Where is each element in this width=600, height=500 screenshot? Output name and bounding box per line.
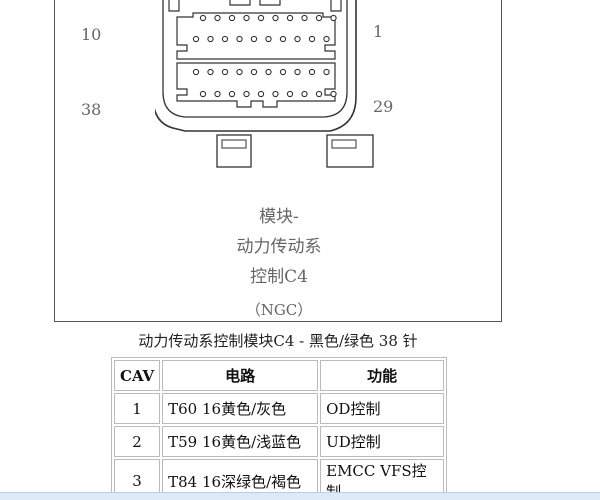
- pin-cavity: [301, 14, 308, 22]
- pin-cavity: [207, 68, 214, 76]
- pin-cavity: [294, 68, 301, 76]
- connector-housing-outline: [155, 0, 357, 132]
- pin-label-top-left: 10: [81, 25, 102, 44]
- pin-cavity: [286, 14, 294, 22]
- pin-cavity: [192, 35, 200, 43]
- pin-cavity: [279, 68, 287, 76]
- cell-circuit: T60 16黄色/灰色: [162, 393, 319, 424]
- cell-circuit: T84 16深绿色/褐色: [162, 459, 319, 500]
- pin-cavity: [330, 90, 337, 98]
- right-latch: [326, 134, 374, 168]
- pin-label-top-right: 1: [373, 22, 384, 41]
- pin-label-bottom-right: 29: [373, 97, 394, 116]
- pin-cavity: [301, 90, 308, 98]
- header-cav: CAV: [114, 360, 161, 391]
- caption-line-1: 模块-: [259, 207, 299, 227]
- pin-cavity: [207, 35, 214, 43]
- cell-cav: 3: [114, 459, 161, 500]
- pin-cavity: [315, 90, 323, 98]
- pin-label-bottom-left: 38: [81, 100, 102, 119]
- pin-cavity: [265, 68, 272, 76]
- pin-cavity: [323, 35, 330, 43]
- table-row: 1 T60 16黄色/灰色 OD控制: [114, 393, 445, 424]
- table-title: 动力传动系控制模块C4 - 黑色/绿色 38 针: [138, 332, 418, 350]
- connector-diagram-frame: 10 1 38 29 模块- 动力传动系 控制C4 （NGC）: [54, 0, 502, 322]
- cell-cav: 1: [114, 393, 161, 424]
- header-circuit: 电路: [162, 360, 319, 391]
- pin-cavities: [192, 14, 337, 98]
- pin-cavity: [214, 14, 221, 22]
- cell-circuit: T59 16黄色/浅蓝色: [162, 426, 319, 457]
- table-row: 2 T59 16黄色/浅蓝色 UD控制: [114, 426, 445, 457]
- pin-cavity: [228, 90, 236, 98]
- pin-cavity: [199, 90, 207, 98]
- cell-cav: 2: [114, 426, 161, 457]
- pin-cavity: [272, 90, 279, 98]
- pin-cavity: [228, 14, 236, 22]
- pin-cavity: [330, 14, 337, 22]
- caption-line-2: 动力传动系: [236, 237, 322, 257]
- pinout-table: CAV 电路 功能 1 T60 16黄色/灰色 OD控制 2 T59 16黄色/…: [111, 357, 448, 500]
- pin-cavity: [308, 35, 316, 43]
- pin-cavity: [265, 35, 272, 43]
- pin-cavity: [272, 14, 279, 22]
- table-header-row: CAV 电路 功能: [114, 360, 445, 391]
- header-function: 功能: [320, 360, 445, 391]
- pin-cavity: [257, 90, 265, 98]
- pin-cavity: [315, 14, 323, 22]
- pin-cavity: [243, 90, 250, 98]
- pin-cavity: [250, 35, 258, 43]
- pin-cavity: [257, 14, 265, 22]
- pin-cavity: [243, 14, 250, 22]
- cell-function: OD控制: [320, 393, 445, 424]
- pin-cavity: [214, 90, 221, 98]
- upper-cavity-outline: [176, 12, 336, 60]
- pin-cavity: [221, 68, 229, 76]
- pin-cavity: [308, 68, 316, 76]
- pin-cavity: [250, 68, 258, 76]
- caption-line-4: （NGC）: [245, 301, 313, 319]
- connector-body-outline: [162, 0, 348, 118]
- pin-cavity: [192, 68, 200, 76]
- connector-drawing: [155, 0, 374, 168]
- window-bottom-bar: [0, 492, 600, 500]
- pin-cavity: [236, 68, 243, 76]
- pin-cavity: [323, 68, 330, 76]
- pin-cavity: [221, 35, 229, 43]
- caption-line-3: 控制C4: [250, 267, 308, 287]
- cell-function: UD控制: [320, 426, 445, 457]
- pin-cavity: [294, 35, 301, 43]
- lower-cavity-outline: [176, 62, 336, 108]
- pin-cavity: [279, 35, 287, 43]
- pin-cavity: [199, 14, 207, 22]
- pin-cavity: [286, 90, 294, 98]
- pin-cavity: [236, 35, 243, 43]
